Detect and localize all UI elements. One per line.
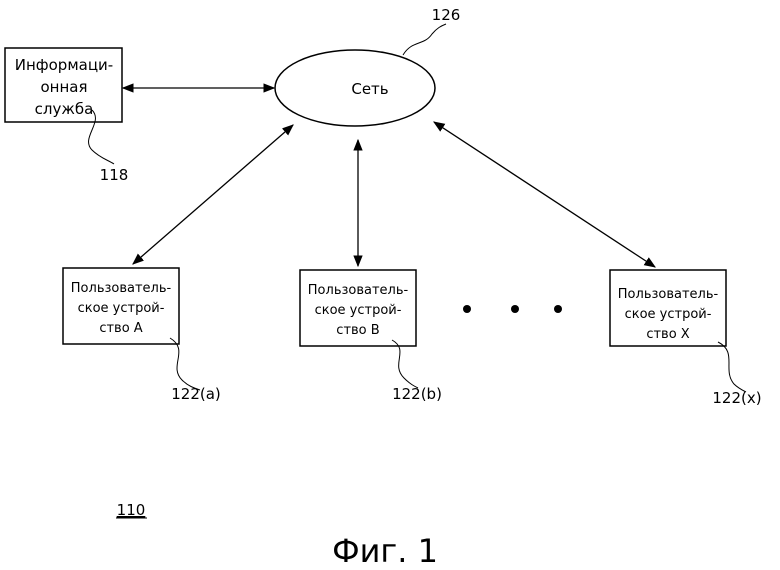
arrow-network-device-a xyxy=(132,124,294,265)
device-b-leader-line xyxy=(391,339,419,389)
device-a-ref-label: 122(a) xyxy=(171,385,221,403)
device-a-leader-line xyxy=(169,337,201,391)
info-service-ref-label: 118 xyxy=(100,166,129,184)
device-a-line-3: ство А xyxy=(99,321,142,336)
device-b-box xyxy=(299,269,417,347)
device-x-box xyxy=(609,269,727,347)
system-ref-label: 110 xyxy=(117,501,146,519)
figure-caption: Фиг. 1 xyxy=(332,532,438,570)
device-b-line-1: Пользователь- xyxy=(308,283,409,298)
network-leader-line xyxy=(402,23,447,56)
ellipsis-dot-1 xyxy=(463,305,471,313)
device-x-line-3: ство Х xyxy=(646,327,689,342)
info-service-leader-line xyxy=(88,109,115,165)
device-b-line-2: ское устрой- xyxy=(315,303,402,318)
arrow-network-device-x xyxy=(433,121,656,268)
device-x-line-2: ское устрой- xyxy=(625,307,712,322)
network-ref-label: 126 xyxy=(432,6,461,24)
ellipsis-dot-2 xyxy=(511,305,519,313)
device-a-line-2: ское устрой- xyxy=(78,301,165,316)
device-x-line-1: Пользователь- xyxy=(618,287,719,302)
network-label: Сеть xyxy=(351,80,388,98)
device-x-leader-line xyxy=(717,341,747,393)
device-x-ref-label: 122(x) xyxy=(712,389,761,407)
device-b-ref-label: 122(b) xyxy=(392,385,442,403)
device-a-line-1: Пользователь- xyxy=(71,281,172,296)
info-service-line-1: Информаци- xyxy=(15,56,113,74)
info-service-line-2: онная xyxy=(40,78,87,96)
device-b-line-3: ство В xyxy=(336,323,379,338)
ellipsis-dot-3 xyxy=(554,305,562,313)
device-a-box xyxy=(62,267,180,345)
info-service-line-3: служба xyxy=(35,100,94,118)
